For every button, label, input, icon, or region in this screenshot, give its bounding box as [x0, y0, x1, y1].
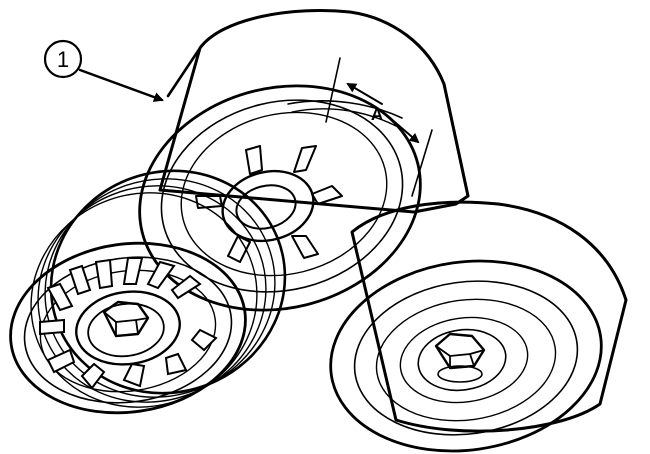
callout-arrow [78, 68, 164, 102]
dimension-label: A [371, 105, 383, 124]
idler-pulley [329, 200, 628, 453]
callout-1: 1 [43, 39, 164, 102]
callout-circle [43, 39, 83, 79]
grooved-pulley [9, 169, 287, 415]
tensioner-pulley [138, 9, 470, 312]
callout-number: 1 [57, 47, 69, 72]
dimension-arrow-left [346, 82, 383, 105]
dimension-arrow-right [389, 117, 420, 144]
dimension-a: A [325, 57, 433, 197]
